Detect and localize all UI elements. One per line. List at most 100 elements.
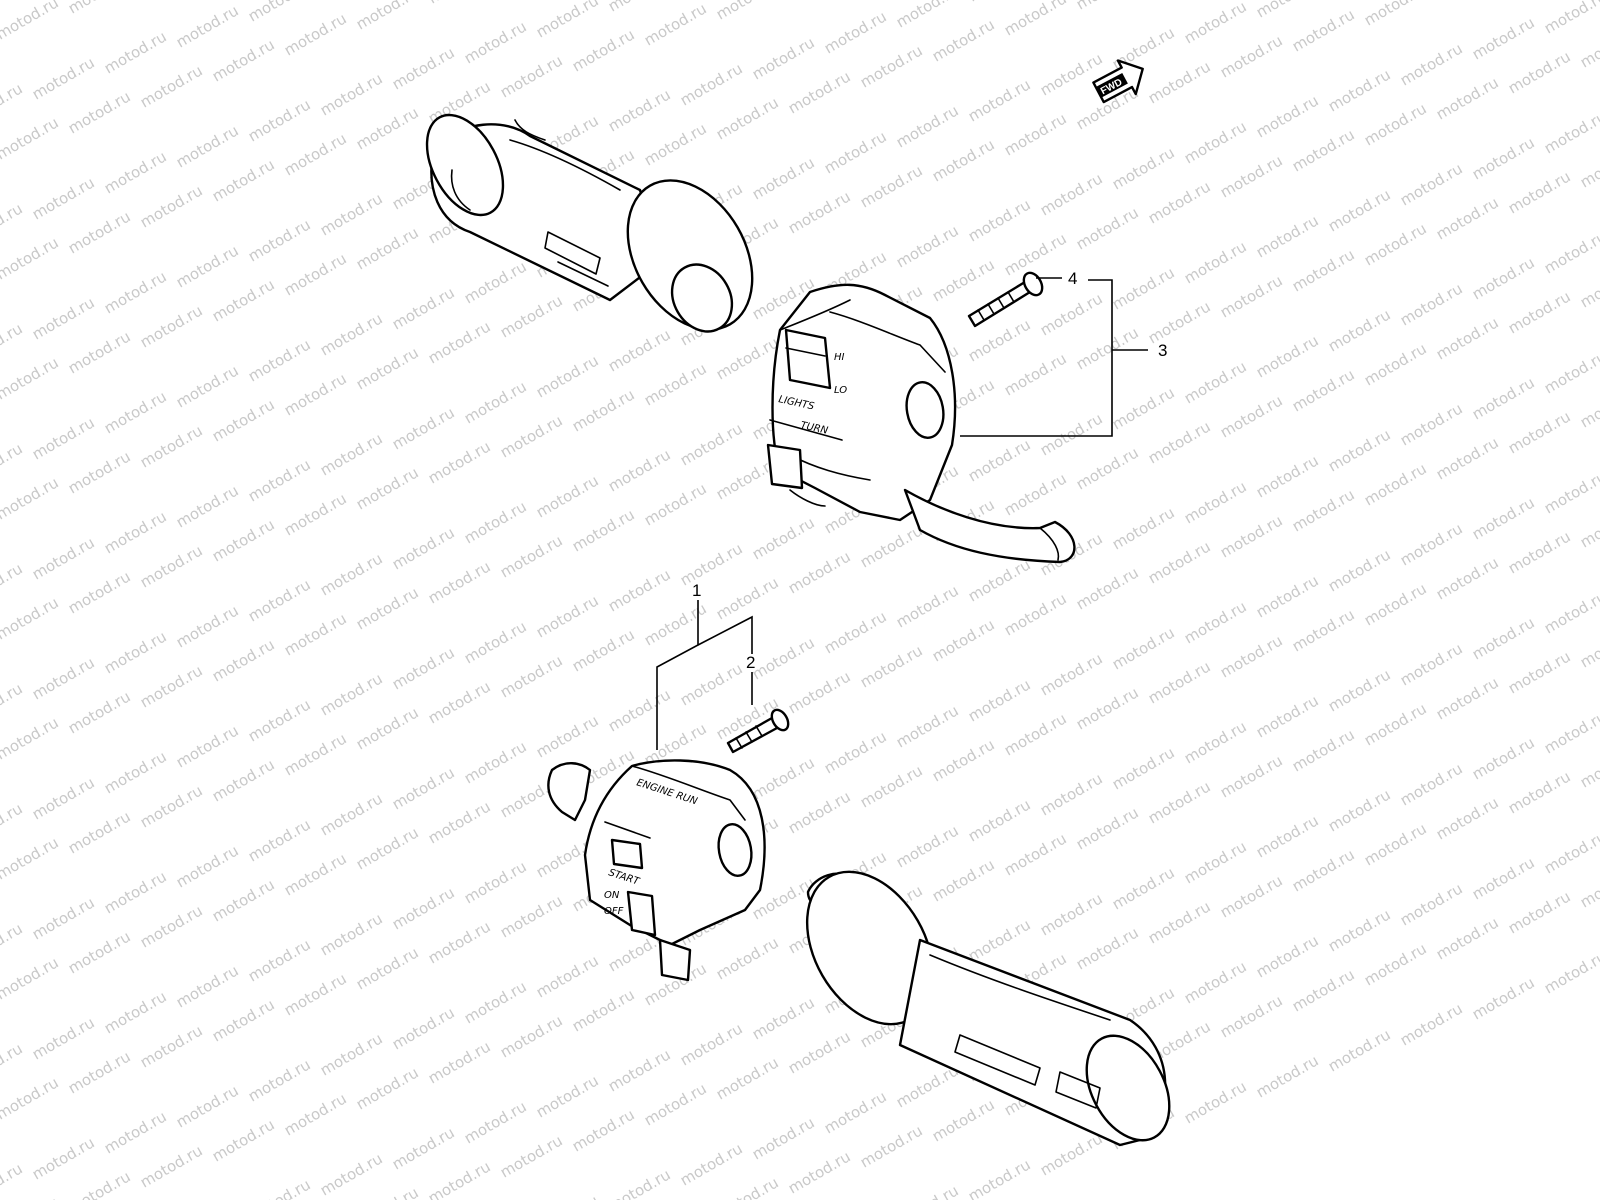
watermark-text: motod.ru (1325, 185, 1394, 235)
watermark-text: motod.ru (317, 189, 386, 239)
watermark-text: motod.ru (1073, 563, 1142, 613)
watermark-text: motod.ru (569, 985, 638, 1035)
watermark-text: motod.ru (497, 291, 566, 341)
watermark-text: motod.ru (461, 857, 530, 907)
watermark-text: motod.ru (605, 565, 674, 615)
watermark-text: motod.ru (1289, 605, 1358, 655)
watermark-text: motod.ru (137, 661, 206, 711)
watermark-text: motod.ru (353, 223, 422, 273)
watermark-text: motod.ru (209, 155, 278, 205)
watermark-text: motod.ru (101, 747, 170, 797)
watermark-text: motod.ru (101, 507, 170, 557)
watermark-text: motod.ru (1469, 613, 1538, 663)
watermark-text: motod.ru (893, 221, 962, 271)
watermark-text: motod.ru (245, 215, 314, 265)
watermark-text: motod.ru (65, 327, 134, 377)
watermark-text: motod.ru (245, 455, 314, 505)
right-switch-housing: HI LO LIGHTS TURN (766, 283, 1076, 564)
watermark-text: motod.ru (497, 651, 566, 701)
watermark-text: motod.ru (1109, 743, 1178, 793)
watermark-text: motod.ru (353, 703, 422, 753)
watermark-text: motod.ru (1109, 383, 1178, 433)
watermark-text: motod.ru (533, 351, 602, 401)
watermark-text: motod.ru (1325, 1025, 1394, 1075)
watermark-text: motod.ru (1397, 519, 1466, 569)
watermark-text: motod.ru (1469, 493, 1538, 543)
lo-label: LO (834, 385, 847, 396)
watermark-text: motod.ru (1253, 91, 1322, 141)
watermark-text: motod.ru (1001, 229, 1070, 279)
watermark-text: motod.ru (0, 439, 26, 489)
watermark-text: motod.ru (1433, 913, 1502, 963)
watermark-text: motod.ru (929, 255, 998, 305)
watermark-text: motod.ru (65, 1047, 134, 1097)
watermark-text: motod.ru (1433, 73, 1502, 123)
watermark-text: motod.ru (1109, 23, 1178, 73)
watermark-text: motod.ru (1073, 683, 1142, 733)
watermark-text: motod.ru (461, 977, 530, 1027)
watermark-text: motod.ru (0, 953, 62, 1003)
watermark-text: motod.ru (677, 539, 746, 589)
watermark-text: motod.ru (1289, 125, 1358, 175)
watermark-text: motod.ru (0, 919, 26, 969)
watermark-text: motod.ru (29, 1133, 98, 1183)
watermark-text: motod.ru (1325, 425, 1394, 475)
watermark-text: motod.ru (29, 1013, 98, 1063)
watermark-text: motod.ru (1253, 571, 1322, 621)
watermark-text: motod.ru (461, 617, 530, 667)
watermark-text: motod.ru (641, 1079, 710, 1129)
watermark-text: motod.ru (1145, 897, 1214, 947)
watermark-text: motod.ru (101, 627, 170, 677)
watermark-text: motod.ru (677, 1139, 746, 1189)
watermark-text: motod.ru (785, 1147, 854, 1197)
watermark-text: motod.ru (1145, 177, 1214, 227)
watermark-text: motod.ru (1181, 957, 1250, 1007)
watermark-text: motod.ru (29, 773, 98, 823)
watermark-text: motod.ru (173, 121, 242, 171)
watermark-text: motod.ru (317, 1029, 386, 1079)
watermark-text: motod.ru (1181, 837, 1250, 887)
watermark-text: motod.ru (785, 67, 854, 117)
watermark-text: motod.ru (353, 1063, 422, 1113)
watermark-text: motod.ru (245, 335, 314, 385)
watermark-text: motod.ru (317, 669, 386, 719)
watermark-text: motod.ru (893, 821, 962, 871)
watermark-text: motod.ru (1181, 597, 1250, 647)
watermark-text: motod.ru (1181, 237, 1250, 287)
watermark-text: motod.ru (1433, 793, 1502, 843)
watermark-text: motod.ru (929, 1095, 998, 1145)
watermark-text: motod.ru (317, 69, 386, 119)
watermark-text: motod.ru (245, 95, 314, 145)
watermark-text: motod.ru (65, 927, 134, 977)
watermark-text: motod.ru (857, 41, 926, 91)
watermark-text: motod.ru (713, 0, 782, 23)
watermark-text: motod.ru (1037, 1129, 1106, 1179)
watermark-text: motod.ru (1541, 947, 1600, 997)
watermark-text: motod.ru (1361, 699, 1430, 749)
watermark-text: motod.ru (821, 727, 890, 777)
watermark-text: motod.ru (641, 479, 710, 529)
watermark-text: motod.ru (785, 1027, 854, 1077)
left-switch-housing: ENGINE RUN START ON OFF (547, 759, 766, 982)
watermark-text: motod.ru (0, 233, 62, 283)
watermark-text: motod.ru (1037, 409, 1106, 459)
watermark-text: motod.ru (29, 533, 98, 583)
watermark-text: motod.ru (173, 841, 242, 891)
watermark-text: motod.ru (29, 413, 98, 463)
watermark-text: motod.ru (281, 489, 350, 539)
watermark-text: motod.ru (1433, 553, 1502, 603)
watermark-text: motod.ru (1541, 587, 1600, 637)
watermark-text: motod.ru (1397, 39, 1466, 89)
watermark-text: motod.ru (605, 325, 674, 375)
watermark-text: motod.ru (965, 795, 1034, 845)
watermark-text: motod.ru (1181, 357, 1250, 407)
watermark-text: motod.ru (1109, 503, 1178, 553)
watermark-text: motod.ru (0, 319, 26, 369)
watermark-text: motod.ru (1469, 973, 1538, 1023)
watermark-text: motod.ru (1505, 407, 1574, 457)
watermark-text: motod.ru (0, 679, 26, 729)
watermark-text: motod.ru (173, 241, 242, 291)
watermark-text: motod.ru (1289, 5, 1358, 55)
watermark-text: motod.ru (893, 0, 962, 31)
watermark-text: motod.ru (821, 1087, 890, 1137)
